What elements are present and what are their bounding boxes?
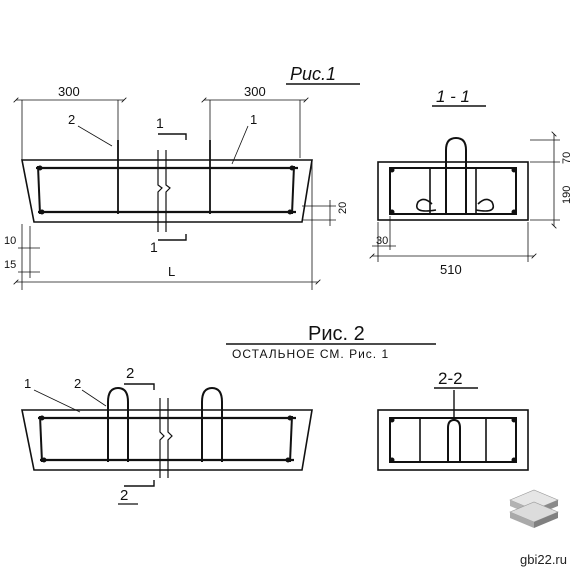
section-1-1-lifting-loop bbox=[445, 136, 467, 214]
fig2-callout-2: 2 bbox=[74, 376, 81, 391]
fig1-dim-length: L bbox=[168, 264, 175, 279]
fig2-callout-1: 1 bbox=[24, 376, 31, 391]
fig1-dim-cover-15: 15 bbox=[4, 259, 16, 271]
section-1-1-title: 1 - 1 bbox=[436, 87, 470, 106]
section-2-2 bbox=[377, 390, 529, 471]
fig2-loop-left bbox=[107, 386, 129, 462]
section-2-2-lifting-loop bbox=[447, 418, 461, 462]
fig1-elevation bbox=[16, 100, 336, 290]
fig2-loop-right bbox=[201, 386, 223, 462]
section-1-1-dim-510: 510 bbox=[440, 262, 462, 277]
fig1-section-mark-bottom: 1 bbox=[150, 239, 158, 255]
watermark-site[interactable]: gbi22.ru bbox=[520, 552, 567, 567]
fig1-title: Рис.1 bbox=[290, 64, 336, 84]
section-1-1-outline bbox=[377, 161, 529, 221]
fig1-callout-2: 2 bbox=[68, 112, 75, 127]
fig1-callout-1: 1 bbox=[250, 112, 257, 127]
fig1-dim-depth-20: 20 bbox=[337, 202, 349, 214]
section-1-1-dim-30: 30 bbox=[376, 235, 388, 247]
section-2-2-outline bbox=[377, 409, 529, 471]
section-1-1 bbox=[372, 134, 560, 262]
fig2-lintel-outline bbox=[21, 409, 313, 471]
section-2-2-title: 2-2 bbox=[438, 369, 463, 388]
fig2-subtitle: ОСТАЛЬНОЕ СМ. Рис. 1 bbox=[232, 347, 389, 361]
fig1-dim-left-offset: 300 bbox=[58, 84, 80, 99]
fig1-lintel-outline bbox=[21, 159, 313, 223]
section-1-1-dim-70: 70 bbox=[561, 152, 573, 164]
stacked-slabs-logo-icon bbox=[509, 489, 559, 528]
fig2-section-mark-top: 2 bbox=[126, 365, 134, 382]
fig1-dim-right-offset: 300 bbox=[244, 84, 266, 99]
fig2-title: Рис. 2 bbox=[308, 323, 365, 345]
fig1-section-mark-top: 1 bbox=[156, 115, 164, 131]
section-1-1-dim-190: 190 bbox=[561, 186, 573, 204]
fig1-dim-cover-10: 10 bbox=[4, 235, 16, 247]
fig2-section-mark-bottom: 2 bbox=[120, 487, 128, 504]
fig1-break-line bbox=[157, 150, 163, 232]
fig2-elevation bbox=[21, 383, 313, 487]
